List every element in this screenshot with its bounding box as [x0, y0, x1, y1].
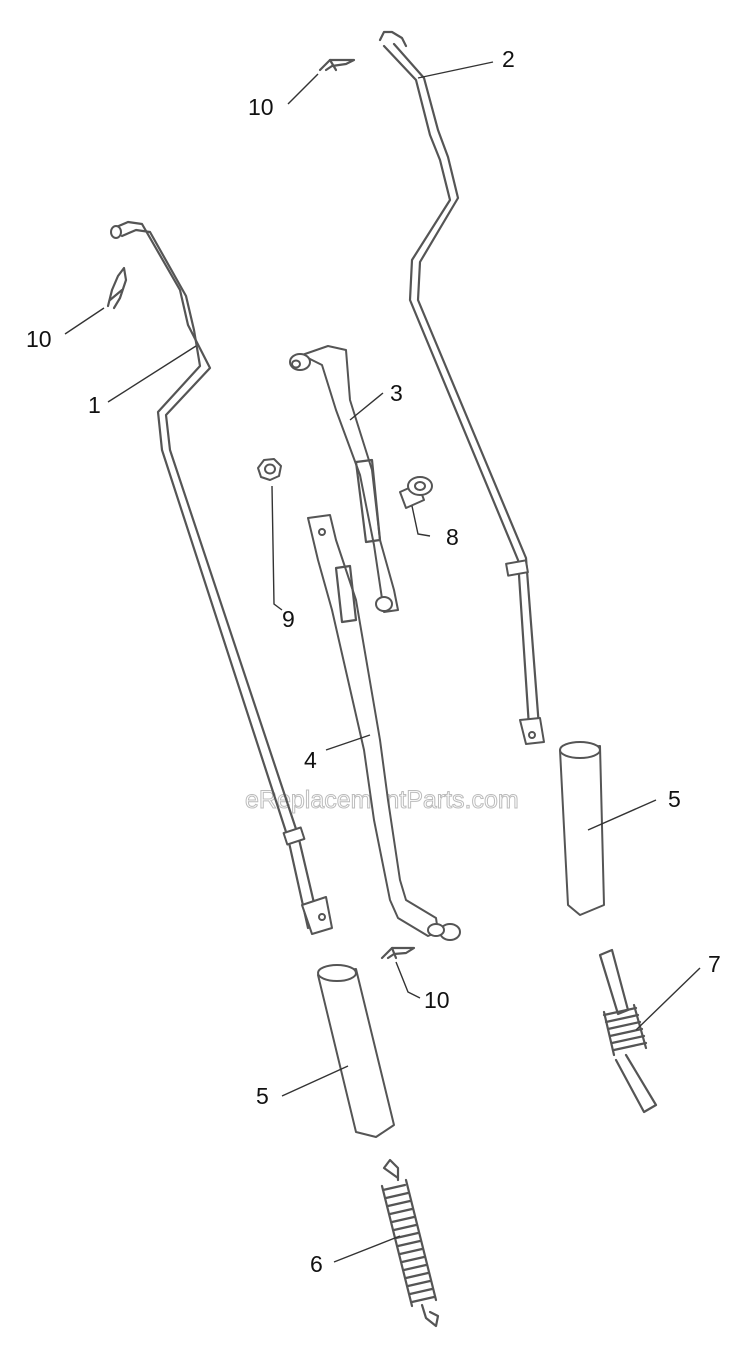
callout-9: 9	[282, 606, 295, 632]
callout-10-left: 10	[26, 326, 52, 352]
part-10-clip-top[interactable]	[318, 58, 356, 72]
part-6-spring[interactable]	[380, 1158, 440, 1328]
callout-1: 1	[88, 392, 101, 418]
callout-10-bottom: 10	[424, 987, 450, 1013]
part-1-rod[interactable]	[110, 220, 333, 935]
part-2-rod[interactable]	[378, 30, 545, 745]
callout-5-left: 5	[256, 1083, 269, 1109]
part-4-arm[interactable]	[307, 514, 461, 941]
part-10-clip-left[interactable]	[106, 266, 128, 310]
part-3-bracket[interactable]	[289, 345, 399, 613]
callout-4: 4	[304, 747, 317, 773]
part-9-nut[interactable]	[257, 458, 282, 481]
part-5-sleeve-right[interactable]	[559, 741, 605, 916]
part-8-bolt[interactable]	[399, 476, 433, 509]
callout-5-right: 5	[668, 786, 681, 812]
leader-lines	[64, 61, 701, 1263]
callout-6: 6	[310, 1251, 323, 1277]
part-7-spring[interactable]	[598, 948, 658, 1114]
part-5-sleeve-left[interactable]	[317, 964, 395, 1138]
callout-8: 8	[446, 524, 459, 550]
callout-10-top: 10	[248, 94, 274, 120]
callout-2: 2	[502, 46, 515, 72]
part-10-clip-bottom[interactable]	[380, 946, 416, 960]
callout-labels: 2 10 10 1 3 8 9 4 5 7 10 5 6	[26, 46, 721, 1277]
callout-7: 7	[708, 951, 721, 977]
callout-3: 3	[390, 380, 403, 406]
